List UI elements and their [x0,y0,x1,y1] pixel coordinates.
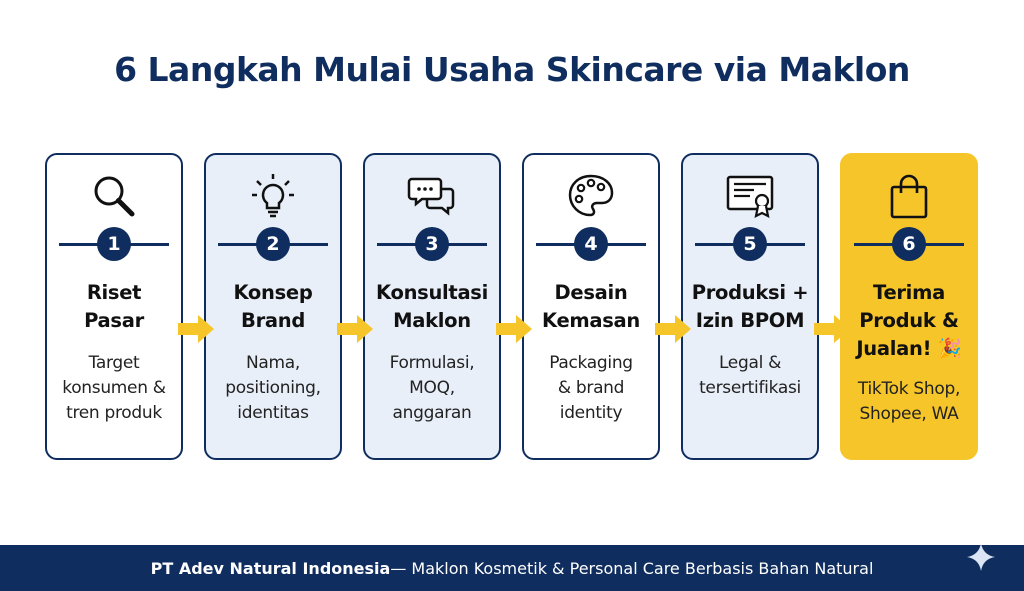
step-description: Formulasi, MOQ, anggaran [389,353,475,423]
page-title: 6 Langkah Mulai Usaha Skincare via Maklo… [114,50,910,89]
step-number: 4 [574,227,608,261]
arrow-right-icon [655,315,691,343]
certificate-icon [683,169,817,223]
step-heading: Produksi + Izin BPOM [691,281,809,332]
footer-company: PT Adev Natural Indonesia [150,558,391,578]
shopping-bag-icon [842,169,976,223]
step-number: 2 [256,227,290,261]
arrow-right-icon [178,315,214,343]
step-card-6: 6 Terima Produk & Jualan! 🎉 TikTok Shop,… [840,153,978,460]
step-card-3: 3 Konsultasi Maklon Formulasi, MOQ, angg… [363,153,501,460]
palette-icon [524,169,658,223]
step-heading: Terima Produk & Jualan! 🎉 [856,281,962,360]
step-description: TikTok Shop, Shopee, WA [857,379,961,424]
footer-bar: PT Adev Natural Indonesia — Maklon Kosme… [0,545,1024,591]
step-number: 5 [733,227,767,261]
arrow-right-icon [496,315,532,343]
step-heading: Konsultasi Maklon [376,281,488,332]
footer-tagline: — Maklon Kosmetik & Personal Care Berbas… [390,558,874,578]
step-card-4: 4 Desain Kemasan Packaging & brand ident… [522,153,660,460]
step-heading: Desain Kemasan [541,281,641,332]
arrow-right-icon [337,315,373,343]
step-number: 3 [415,227,449,261]
step-description: Legal & tersertifikasi [699,353,801,398]
sparkle-icon [967,543,995,571]
step-card-1: 1 Riset Pasar Target konsumen & tren pro… [45,153,183,460]
step-description: Target konsumen & tren produk [62,353,166,423]
magnifier-icon [47,169,181,223]
step-description: Nama, positioning, identitas [225,353,321,423]
lightbulb-icon [206,169,340,223]
arrow-right-icon [814,315,850,343]
step-heading: Konsep Brand [233,281,313,332]
step-card-5: 5 Produksi + Izin BPOM Legal & tersertif… [681,153,819,460]
step-number: 6 [892,227,926,261]
step-card-2: 2 Konsep Brand Nama, positioning, identi… [204,153,342,460]
chat-icon [365,169,499,223]
step-description: Packaging & brand identity [549,353,633,423]
step-heading: Riset Pasar [84,281,144,332]
step-number: 1 [97,227,131,261]
